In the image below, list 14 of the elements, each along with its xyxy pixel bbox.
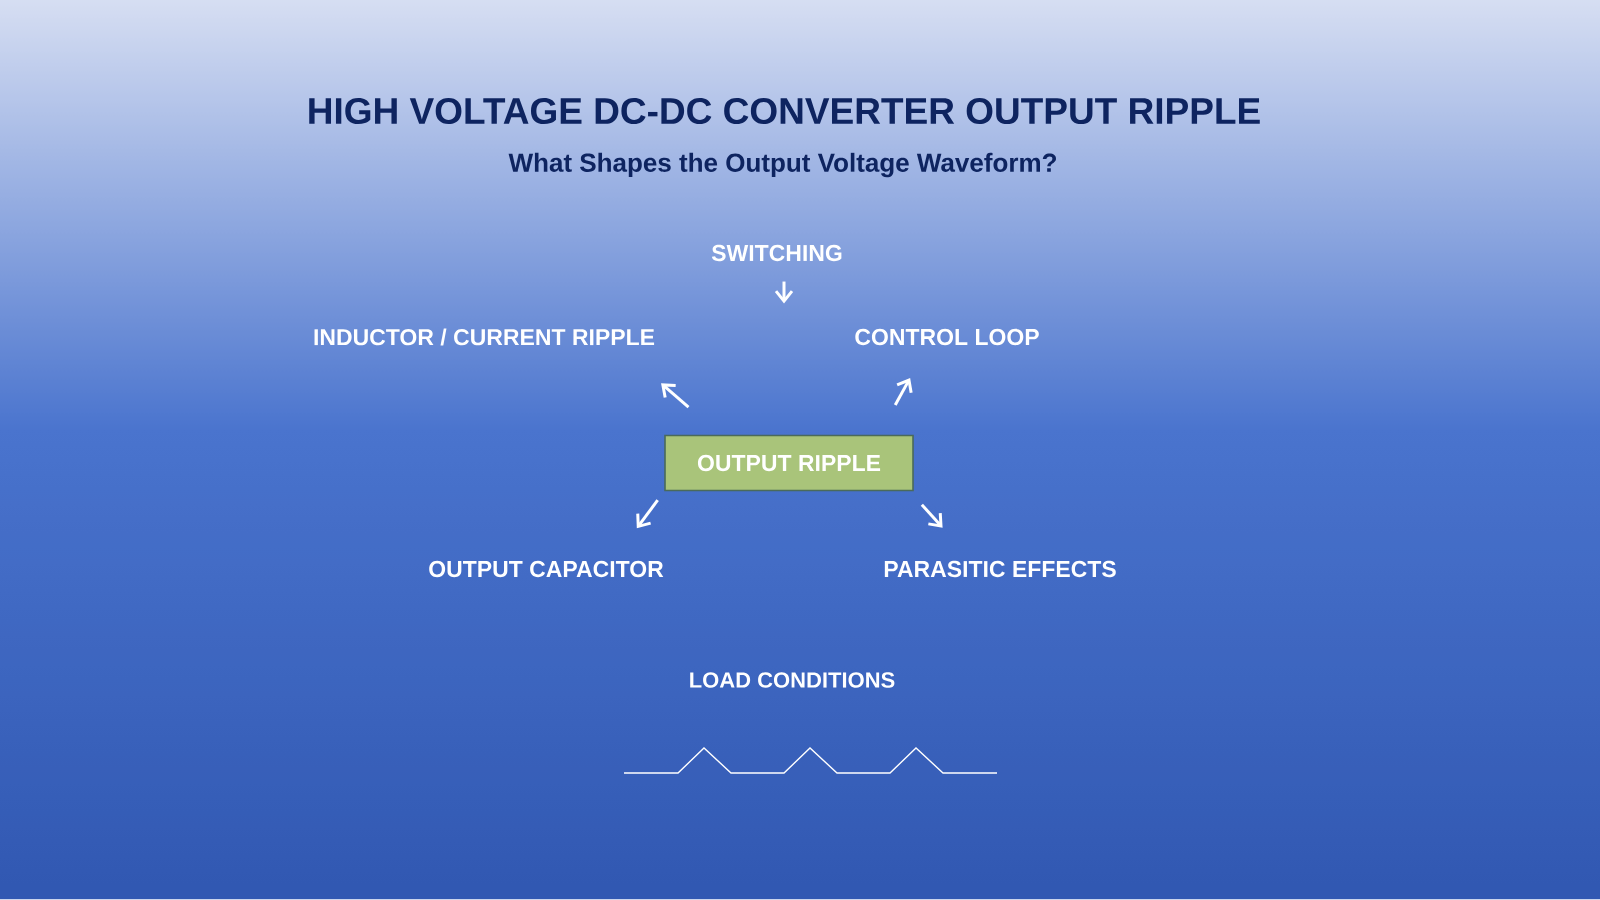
factor-label: CONTROL LOOP bbox=[855, 328, 1039, 346]
process-box: OUTPUT RIPPLE bbox=[664, 434, 914, 492]
title: HIGH VOLTAGE DC-DC CONVERTER OUTPUT RIPPLE bbox=[309, 97, 1260, 125]
arrow bbox=[636, 499, 659, 529]
arrow bbox=[920, 503, 943, 528]
factor-label: INDUCTOR / CURRENT RIPPLE bbox=[314, 328, 655, 346]
factor-label: OUTPUT CAPACITOR bbox=[429, 560, 664, 578]
factor-label: LOAD CONDITIONS bbox=[690, 672, 895, 688]
factor-label: PARASITIC EFFECTS bbox=[884, 560, 1116, 578]
factor-label: SWITCHING bbox=[711, 244, 842, 262]
arrow bbox=[661, 383, 690, 409]
arrow bbox=[774, 281, 794, 304]
subtitle: What Shapes the Output Voltage Waveform? bbox=[508, 152, 1056, 178]
arrow bbox=[893, 377, 913, 406]
